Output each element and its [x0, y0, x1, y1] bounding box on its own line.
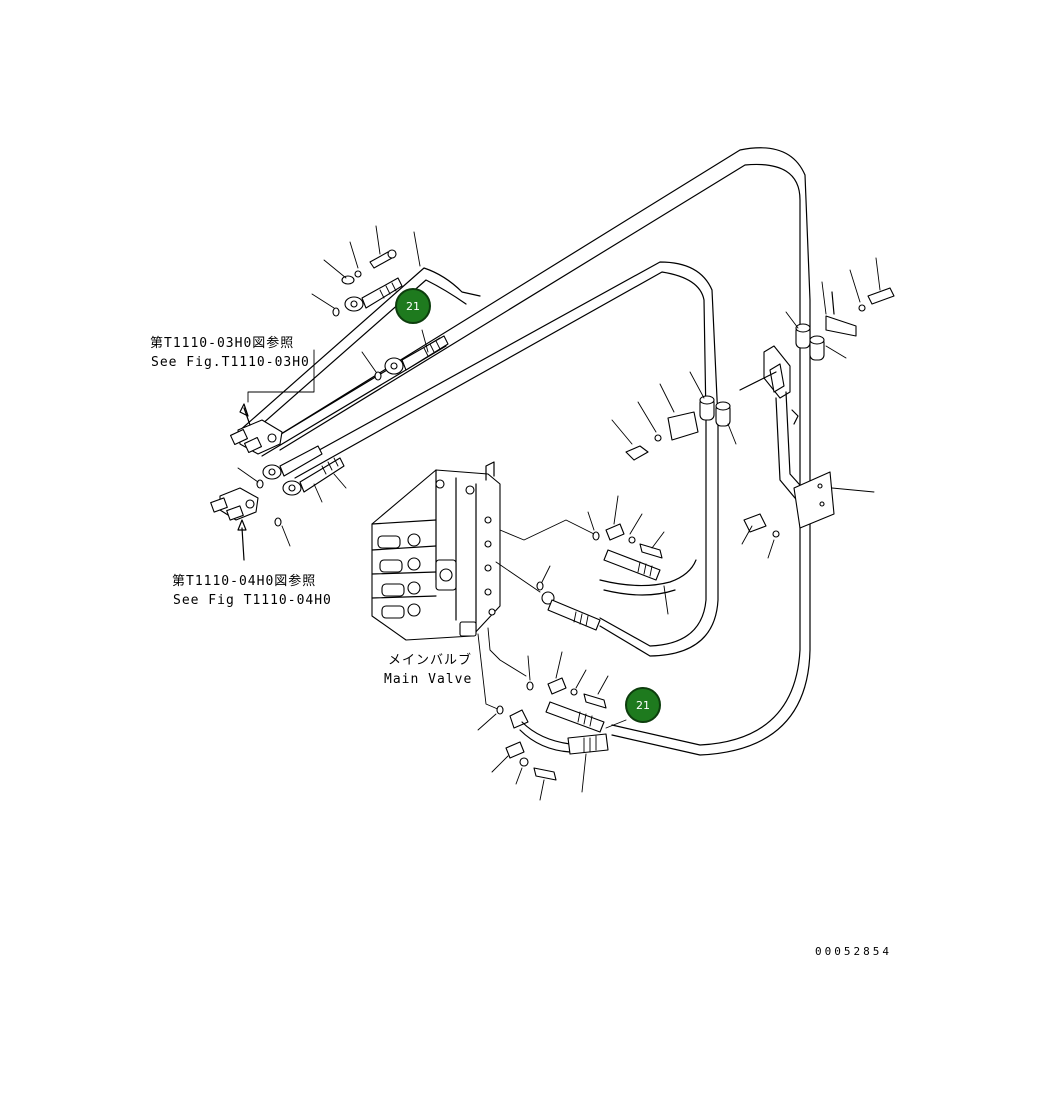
main-valve-block [371, 461, 501, 641]
ref-lower-label-en: See Fig T1110-04H0 [173, 593, 332, 608]
hose-fittings-left [256, 249, 449, 527]
upper-left-hose-segment [237, 267, 481, 457]
main-valve-label-jp: メインバルブ [388, 653, 473, 668]
leader-lines-left [237, 225, 429, 547]
ref-upper-label-jp: 第T1110-03H0図参照 [150, 336, 295, 351]
part-callout-21-lower[interactable]: 21 [625, 687, 661, 723]
upper-flange-assembly [229, 349, 315, 455]
leader-lines-lower [477, 495, 669, 801]
right-bracket-assembly [625, 287, 895, 538]
hose-fittings-lower [496, 523, 663, 781]
document-number: 00052854 [815, 945, 892, 958]
ref-upper-label-en: See Fig.T1110-03H0 [151, 355, 310, 370]
part-callout-21-upper[interactable]: 21 [395, 288, 431, 324]
outer-hose-loop [267, 147, 811, 756]
valve-connections [477, 519, 595, 711]
inner-hose-loop [282, 261, 719, 657]
ref-lower-label-jp: 第T1110-04H0図参照 [172, 574, 317, 589]
mid-hose-segment [599, 559, 697, 596]
main-valve-label-en: Main Valve [384, 672, 473, 687]
leader-lines-right [611, 257, 881, 559]
lower-flange-assembly [210, 487, 259, 561]
